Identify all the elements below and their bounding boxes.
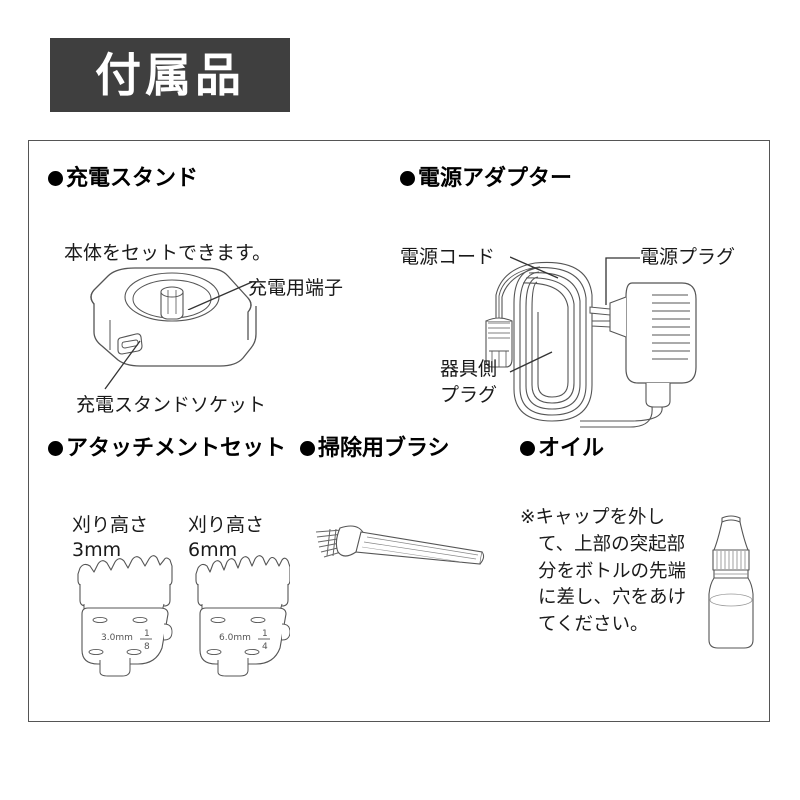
section-heading-charging-stand-label: 充電スタンド <box>66 166 199 191</box>
comb-mark-inch-bottom-2: 4 <box>262 642 268 652</box>
section-heading-power-adapter-label: 電源アダプター <box>418 166 573 191</box>
cleaning-brush-illustration <box>312 512 502 582</box>
power-adapter-illustration <box>440 255 740 430</box>
bullet-icon <box>300 441 315 456</box>
power-cord-leader-line <box>510 256 559 279</box>
oil-note-line-3: 分をボトルの先端 <box>538 560 687 582</box>
bullet-icon <box>400 171 415 186</box>
section-heading-attachment-set: アタッチメントセット <box>48 430 286 462</box>
section-heading-cleaning-brush-label: 掃除用ブラシ <box>318 436 450 461</box>
oil-note-line-5: てください。 <box>538 614 649 636</box>
bullet-icon <box>48 441 63 456</box>
label-charging-stand-socket: 充電スタンドソケット <box>76 394 267 416</box>
comb-mark-inch-top-2: 1 <box>262 629 268 639</box>
attachment-caption-3mm: 刈り高さ 3mm <box>72 514 149 561</box>
label-set-body-text: 本体をセットできます。 <box>64 242 272 264</box>
oil-note-line-4: に差し、穴をあけ <box>538 587 687 609</box>
stand-socket-leader-line <box>104 340 141 390</box>
section-heading-cleaning-brush: 掃除用ブラシ <box>300 430 450 462</box>
page-title: 付属品 <box>95 48 245 102</box>
page-title-banner: 付属品 <box>50 38 290 112</box>
oil-note-line-2: て、上部の突起部 <box>538 533 686 555</box>
appliance-plug-leader-line <box>509 351 553 373</box>
section-heading-power-adapter: 電源アダプター <box>400 160 572 192</box>
attachment-combs-illustration: 3.0mm 1 8 6.0mm 1 4 <box>60 552 290 677</box>
comb-mark-mm-1: 3.0mm <box>101 633 133 643</box>
comb-mark-inch-bottom-1: 8 <box>144 642 150 652</box>
bullet-icon <box>520 441 535 456</box>
oil-bottle-illustration <box>700 512 762 652</box>
comb-mark-mm-2: 6.0mm <box>219 633 251 643</box>
label-power-cord: 電源コード <box>400 246 496 268</box>
oil-usage-note: ※キャップを外し て、上部の突起部 分をボトルの先端 に差し、穴をあけ てくださ… <box>520 505 698 639</box>
comb-mark-inch-top-1: 1 <box>144 629 150 639</box>
label-power-plug: 電源プラグ <box>640 246 736 268</box>
attachment-caption-6mm: 刈り高さ 6mm <box>188 514 265 561</box>
power-plug-leader-line <box>605 257 640 305</box>
label-charging-terminal: 充電用端子 <box>248 277 344 299</box>
section-heading-oil-label: オイル <box>538 436 605 461</box>
charging-terminal-leader-line <box>187 281 253 310</box>
section-heading-oil: オイル <box>520 430 604 462</box>
bullet-icon <box>48 171 63 186</box>
oil-note-line-1: ※キャップを外し <box>520 507 666 528</box>
section-heading-charging-stand: 充電スタンド <box>48 160 198 192</box>
section-heading-attachment-set-label: アタッチメントセット <box>66 436 287 461</box>
label-appliance-side-plug: 器具側 プラグ <box>440 358 498 406</box>
charging-stand-illustration <box>88 262 258 387</box>
